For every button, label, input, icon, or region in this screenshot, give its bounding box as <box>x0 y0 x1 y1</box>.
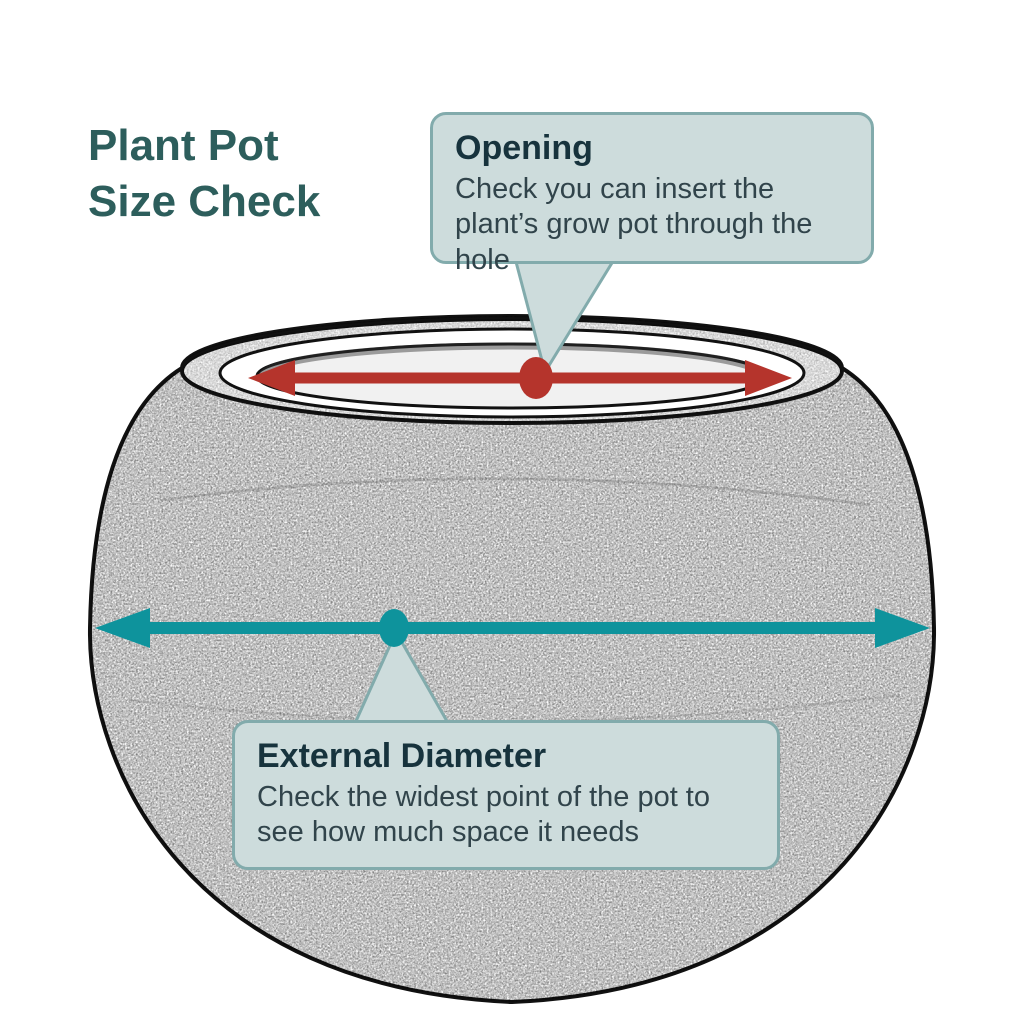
diameter-center-dot <box>379 609 409 647</box>
callout-external-diameter-body: Check the widest point of the pot to see… <box>257 781 710 849</box>
pot-sketch-line <box>159 477 871 507</box>
title-line-2: Size Check <box>88 177 321 227</box>
callout-opening: Opening Check you can insert the plant’s… <box>430 112 874 276</box>
diagram-title: Plant Pot Size Check <box>88 118 320 231</box>
callout-external-diameter: External Diameter Check the widest point… <box>232 720 780 870</box>
title-line-1: Plant Pot <box>88 121 279 170</box>
callout-opening-heading: Opening <box>455 129 593 167</box>
callout-opening-body: Check you can insert the plant’s grow po… <box>455 173 813 276</box>
callout-external-diameter-heading: External Diameter <box>257 737 547 775</box>
diameter-arrow <box>95 608 930 648</box>
pot-illustration <box>87 314 937 1005</box>
opening-center-dot <box>519 357 553 399</box>
